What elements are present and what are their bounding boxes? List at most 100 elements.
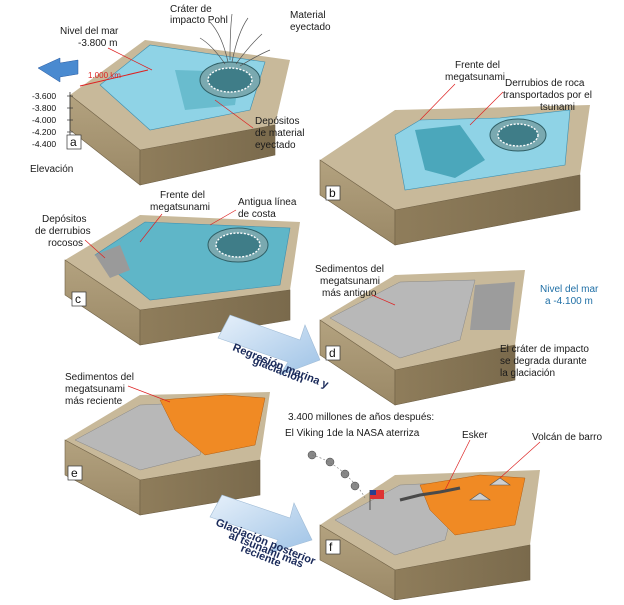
panel-d-sediments-label-3: más antiguo xyxy=(322,288,377,299)
panel-d-sediments-label: Sedimentos del xyxy=(315,264,384,275)
panel-a-elevation-title: Elevación xyxy=(30,164,73,175)
panel-a-crater-rim xyxy=(207,67,253,93)
panel-d-crater-debris xyxy=(470,282,515,330)
panel-e-sediments-label: Sedimentos del xyxy=(65,372,134,383)
panel-b: Frente del megatsunami Derrubios de roca… xyxy=(319,60,592,246)
panel-c-coastline-leader xyxy=(209,209,237,226)
panel-c-deposits xyxy=(95,245,130,278)
panel-d-sediments xyxy=(329,279,476,359)
panel-f-flag-icon xyxy=(370,490,384,499)
elevation-tick-label: -3.800 xyxy=(32,103,56,113)
arrow-glaciation: Glaciación posterior al tsunami más reci… xyxy=(209,494,318,571)
panel-a-distance-label: 1.000 km xyxy=(88,71,121,80)
panel-d-sediments-label-2: megatsunami xyxy=(320,276,380,287)
panel-b-letter: b xyxy=(329,186,336,200)
panel-c-letter-box xyxy=(71,291,87,307)
elevation-tick-label: -3.600 xyxy=(32,91,56,101)
panel-c-front-leader xyxy=(139,213,163,243)
panel-d-crater-note-2: se degrada durante xyxy=(500,356,587,367)
panel-c-deposits-label-2: de derrubios xyxy=(35,226,91,237)
panel-c-coastline-label: Antigua línea xyxy=(238,197,297,208)
panel-f: 3.400 millones de años después: El Vikin… xyxy=(285,412,602,601)
panel-c-coastline-label-2: de costa xyxy=(238,209,276,220)
panel-f-letter-box xyxy=(325,539,341,555)
panel-b-debris xyxy=(415,125,485,178)
panel-d-sediments-leader xyxy=(371,294,396,306)
panel-b-debris-label: Derrubios de roca xyxy=(505,78,585,89)
panel-c-letter: c xyxy=(75,292,81,306)
panel-c-deposits-label-3: rocosos xyxy=(48,238,83,249)
panel-b-front-label-2: megatsunami xyxy=(445,72,505,83)
arrow-glaciation-shape xyxy=(209,494,313,554)
elevation-tick-label: -4.000 xyxy=(32,115,56,125)
panel-a-direction-arrow xyxy=(37,57,79,83)
panel-a-deposits-leader xyxy=(214,99,254,129)
panel-a-ejected-label-2: eyectado xyxy=(290,22,331,33)
panel-b-debris-label-2: transportados por el xyxy=(503,90,592,101)
panel-f-flag-canton xyxy=(370,490,376,495)
panel-a-block-side xyxy=(139,124,276,186)
panel-d-letter-box xyxy=(325,345,341,361)
panel-f-time-note-2: El Viking 1de la NASA aterriza xyxy=(285,428,420,439)
panel-c-crater-rim xyxy=(215,232,261,258)
panel-a-letter: a xyxy=(70,135,77,149)
panel-e-sediments-label-2: megatsunami xyxy=(65,384,125,395)
panel-e-letter-box xyxy=(67,465,83,481)
panel-a-crater-label: Cráter de xyxy=(170,4,212,15)
panel-c-front-label-2: megatsunami xyxy=(150,202,210,213)
arrow-regression-shape xyxy=(217,314,321,376)
panel-e-sediments-leader xyxy=(127,385,171,403)
panel-d-letter: d xyxy=(329,346,336,360)
panel-a-elevation-ticks: -3.600 -3.800 -4.000 -4.200 -4.400 xyxy=(32,91,73,149)
panel-b-front-label: Frente del xyxy=(455,60,500,71)
panel-a-deposits-label-2: de material xyxy=(255,128,304,139)
panel-c-deposits-leader xyxy=(84,239,106,259)
panel-a-crater-label-2: impacto Pohl xyxy=(170,15,228,26)
panel-e-letter: e xyxy=(71,466,78,480)
panel-f-viking-lander-icons xyxy=(307,450,360,491)
panel-f-letter: f xyxy=(329,540,333,554)
panel-d-block-side xyxy=(394,344,516,406)
elevation-tick-label: -4.200 xyxy=(32,127,56,137)
panel-d: Sedimentos del megatsunami más antiguo N… xyxy=(315,264,599,406)
panel-f-block-side xyxy=(394,544,531,601)
panel-a-distance-line xyxy=(79,69,149,87)
panel-a-sea-level-label: Nivel del mar xyxy=(60,26,119,37)
panel-d-sea-level-label: Nivel del mar xyxy=(540,284,599,295)
panel-e-block-side xyxy=(139,459,261,516)
panel-b-letter-box xyxy=(325,185,341,201)
panel-f-esker-leader xyxy=(444,439,471,491)
panel-a-ejecta-arrows xyxy=(199,13,271,67)
elevation-tick-label: -4.400 xyxy=(32,139,56,149)
panel-b-crater-rim xyxy=(497,123,539,147)
panel-c-front-label: Frente del xyxy=(160,190,205,201)
panel-f-mud-volcano-label: Volcán de barro xyxy=(532,432,602,443)
panel-a: -3.600 -3.800 -4.000 -4.200 -4.400 Cráter de… xyxy=(30,4,331,186)
panel-b-block-side xyxy=(394,174,581,246)
panel-a-sea-level-leader xyxy=(107,47,153,71)
panel-a-letter-box xyxy=(66,134,82,150)
panel-b-front-leader xyxy=(419,83,456,121)
panel-e: Sedimentos del megatsunami más reciente … xyxy=(64,372,270,516)
panel-d-sea-level-label-2: a -4.100 m xyxy=(545,296,593,307)
panel-b-debris-leader xyxy=(469,91,504,126)
panel-b-debris-label-3: tsunami xyxy=(540,102,575,113)
panel-c-block-side xyxy=(139,289,291,346)
panel-a-deposits-label: Depósitos xyxy=(255,116,299,127)
panel-c: Frente del megatsunami Antigua línea de … xyxy=(35,190,300,346)
panel-f-esker xyxy=(399,486,461,502)
panel-a-ejected-label: Material xyxy=(290,10,326,21)
panel-f-mud-volcano-leader xyxy=(499,441,541,479)
panel-f-time-note: 3.400 millones de años después: xyxy=(288,412,434,423)
panel-e-sediments-label-3: más reciente xyxy=(65,396,123,407)
panel-f-mud-volcano xyxy=(469,477,511,501)
panel-d-crater-note-3: la glaciación xyxy=(500,368,555,379)
panel-d-crater-note: El cráter de impacto xyxy=(500,344,589,355)
panel-f-esker-label: Esker xyxy=(462,430,488,441)
panel-c-deposits-label: Depósitos xyxy=(42,214,86,225)
arrow-regression: Regresión marina y glaciación xyxy=(217,314,331,391)
panel-e-orange-sediments xyxy=(159,394,266,456)
panel-f-descent-path xyxy=(311,454,366,499)
